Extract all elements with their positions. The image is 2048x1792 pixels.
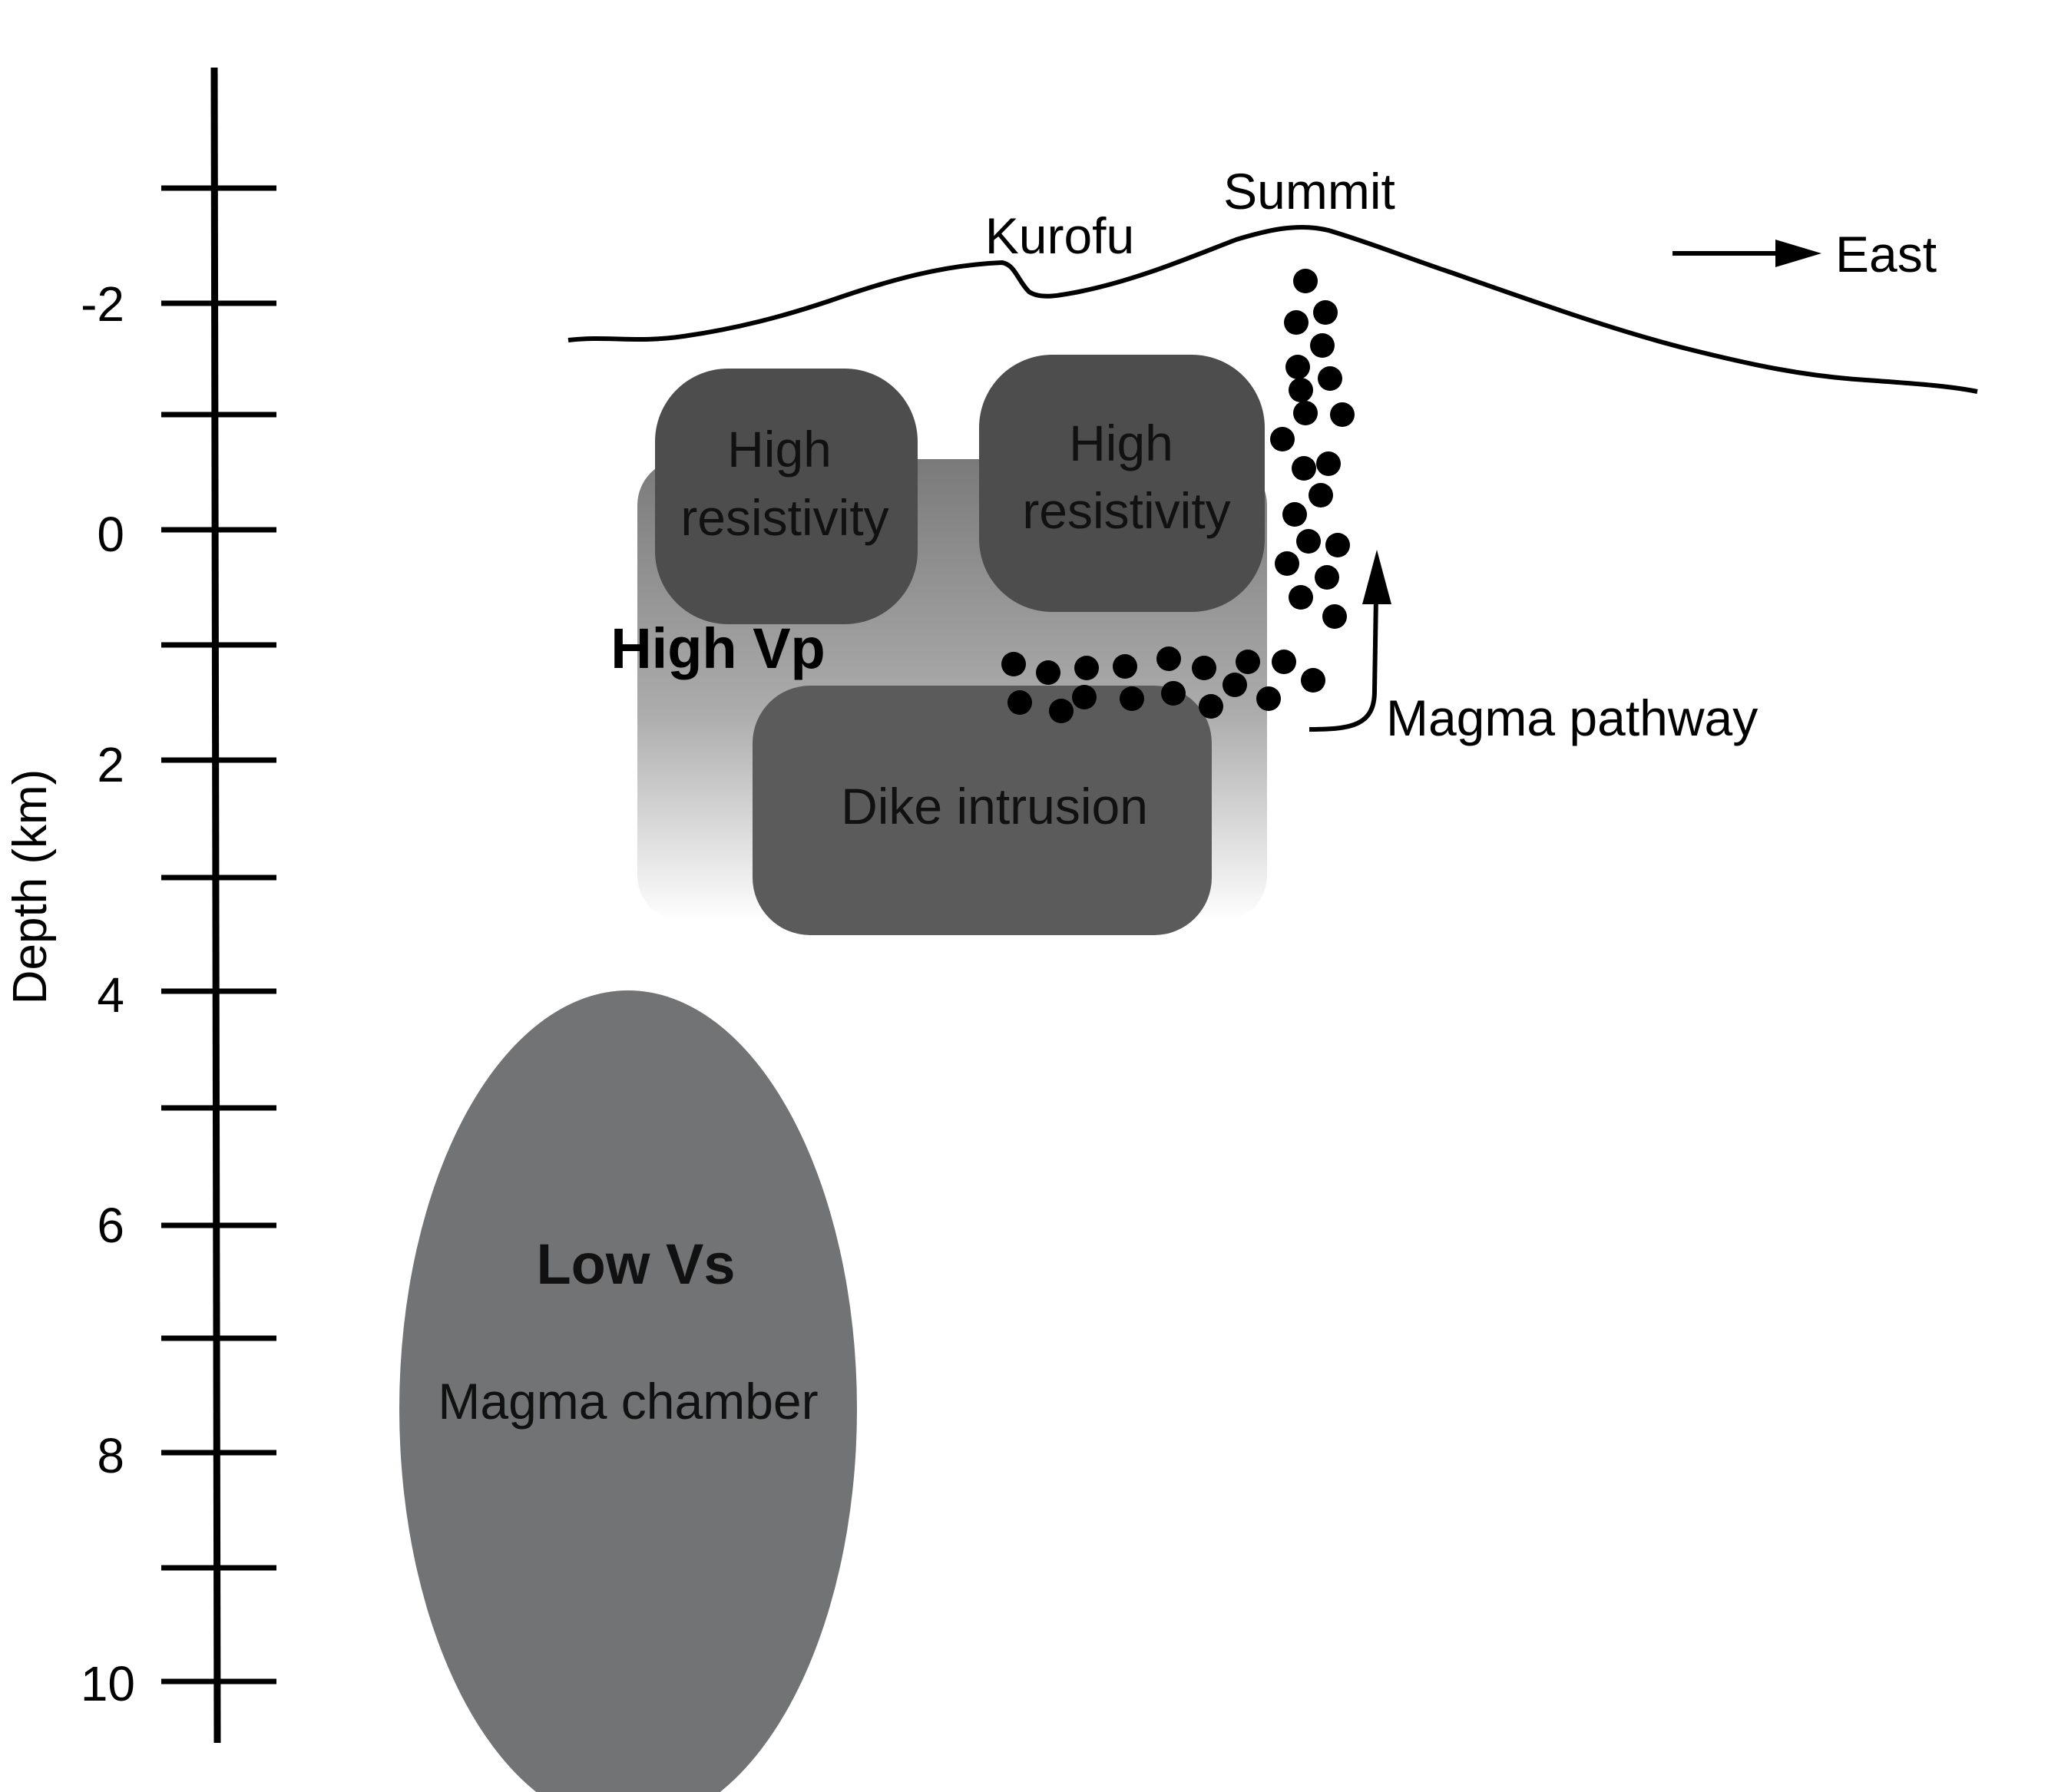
hypocenter-dot (1296, 529, 1321, 554)
hypocenter-dot (1309, 483, 1333, 508)
hypocenter-dot (1289, 585, 1313, 610)
east-arrow-head (1775, 240, 1821, 267)
magma-pathway-label: Magma pathway (1386, 689, 1758, 746)
tick-label: -2 (81, 276, 124, 332)
topography-line (567, 224, 1978, 394)
dike-intrusion-label: Dike intrusion (841, 778, 1148, 835)
summit-label: Summit (1223, 163, 1395, 220)
hypocenter-dot (1192, 656, 1216, 680)
tick-label: 0 (97, 507, 124, 562)
hypocenter-dot (1001, 652, 1026, 676)
high-resistivity-label-line2: resistivity (1022, 482, 1230, 539)
hypocenter-dot (1316, 451, 1341, 476)
high-resistivity-label-line1: High (727, 421, 832, 478)
hypocenter-dot (1007, 690, 1032, 715)
hypocenter-dot (1292, 456, 1316, 481)
tick-label: 2 (97, 737, 124, 792)
hypocenter-dot (1293, 269, 1318, 293)
hypocenter-dot (1313, 300, 1338, 325)
tick-label: 10 (81, 1656, 135, 1711)
tick-label: 6 (97, 1198, 124, 1253)
depth-axis-label: Depth (km) (4, 769, 57, 1005)
hypocenter-dot (1236, 650, 1260, 674)
hypocenter-dot (1120, 686, 1144, 711)
tick-label: 8 (97, 1428, 124, 1483)
hypocenter-dot (1275, 551, 1299, 576)
hypocenter-dot (1072, 685, 1097, 709)
dike-intrusion-block (753, 686, 1212, 935)
surface-profile: Kurofu Summit (567, 163, 1978, 394)
depth-axis-line (210, 67, 221, 1744)
hypocenter-dot (1074, 656, 1099, 680)
hypocenter-dot (1036, 660, 1060, 685)
earthquake-hypocenters (1001, 269, 1355, 723)
magma-chamber-label: Magma chamber (438, 1373, 818, 1430)
hypocenter-dot (1289, 378, 1313, 402)
hypocenter-dot (1301, 668, 1325, 693)
high-resistivity-block (979, 355, 1265, 612)
magma-chamber-region: Low Vs Magma chamber (399, 990, 857, 1792)
hypocenter-dot (1256, 686, 1281, 711)
hypocenter-dot (1322, 604, 1347, 629)
low-vs-label: Low Vs (536, 1232, 735, 1296)
hypocenter-dot (1223, 673, 1247, 697)
high-resistivity-region-right: High resistivity (979, 355, 1265, 612)
hypocenter-dot (1318, 366, 1342, 391)
high-vp-label: High Vp (610, 617, 825, 680)
hypocenter-dot (1293, 401, 1318, 425)
depth-tick-labels: -2 0 2 4 6 8 10 (81, 276, 135, 1711)
hypocenter-dot (1199, 694, 1223, 719)
hypocenter-dot (1285, 355, 1310, 379)
hypocenter-dot (1161, 681, 1186, 706)
hypocenter-dot (1284, 310, 1309, 335)
hypocenter-dot (1310, 333, 1335, 358)
high-resistivity-label-line2: resistivity (680, 489, 888, 546)
hypocenter-dot (1049, 699, 1074, 723)
hypocenter-dot (1282, 502, 1307, 527)
hypocenter-dot (1156, 646, 1181, 671)
magma-pathway-arrow-head (1362, 550, 1391, 604)
high-resistivity-block (655, 369, 918, 624)
hypocenter-dot (1270, 427, 1295, 451)
depth-axis-ticks (161, 185, 276, 1685)
kurofu-label: Kurofu (985, 207, 1134, 264)
magma-chamber-ellipse (399, 990, 857, 1792)
east-direction-indicator: East (1672, 226, 1937, 283)
depth-axis: -2 0 2 4 6 8 10 Depth (km) (4, 67, 276, 1744)
high-resistivity-region-left: High resistivity (655, 369, 918, 624)
hypocenter-dot (1325, 533, 1350, 557)
hypocenter-dot (1330, 402, 1355, 427)
dike-intrusion-region: Dike intrusion (753, 686, 1212, 935)
hypocenter-dot (1315, 565, 1339, 590)
magma-pathway-arrow-shaft (1309, 594, 1378, 732)
hypocenter-dot (1272, 650, 1296, 674)
hypocenter-dot (1113, 654, 1137, 679)
magma-pathway-indicator: Magma pathway (1309, 550, 1758, 746)
east-label: East (1835, 226, 1937, 283)
tick-label: 4 (97, 967, 124, 1023)
high-resistivity-label-line1: High (1069, 415, 1173, 471)
